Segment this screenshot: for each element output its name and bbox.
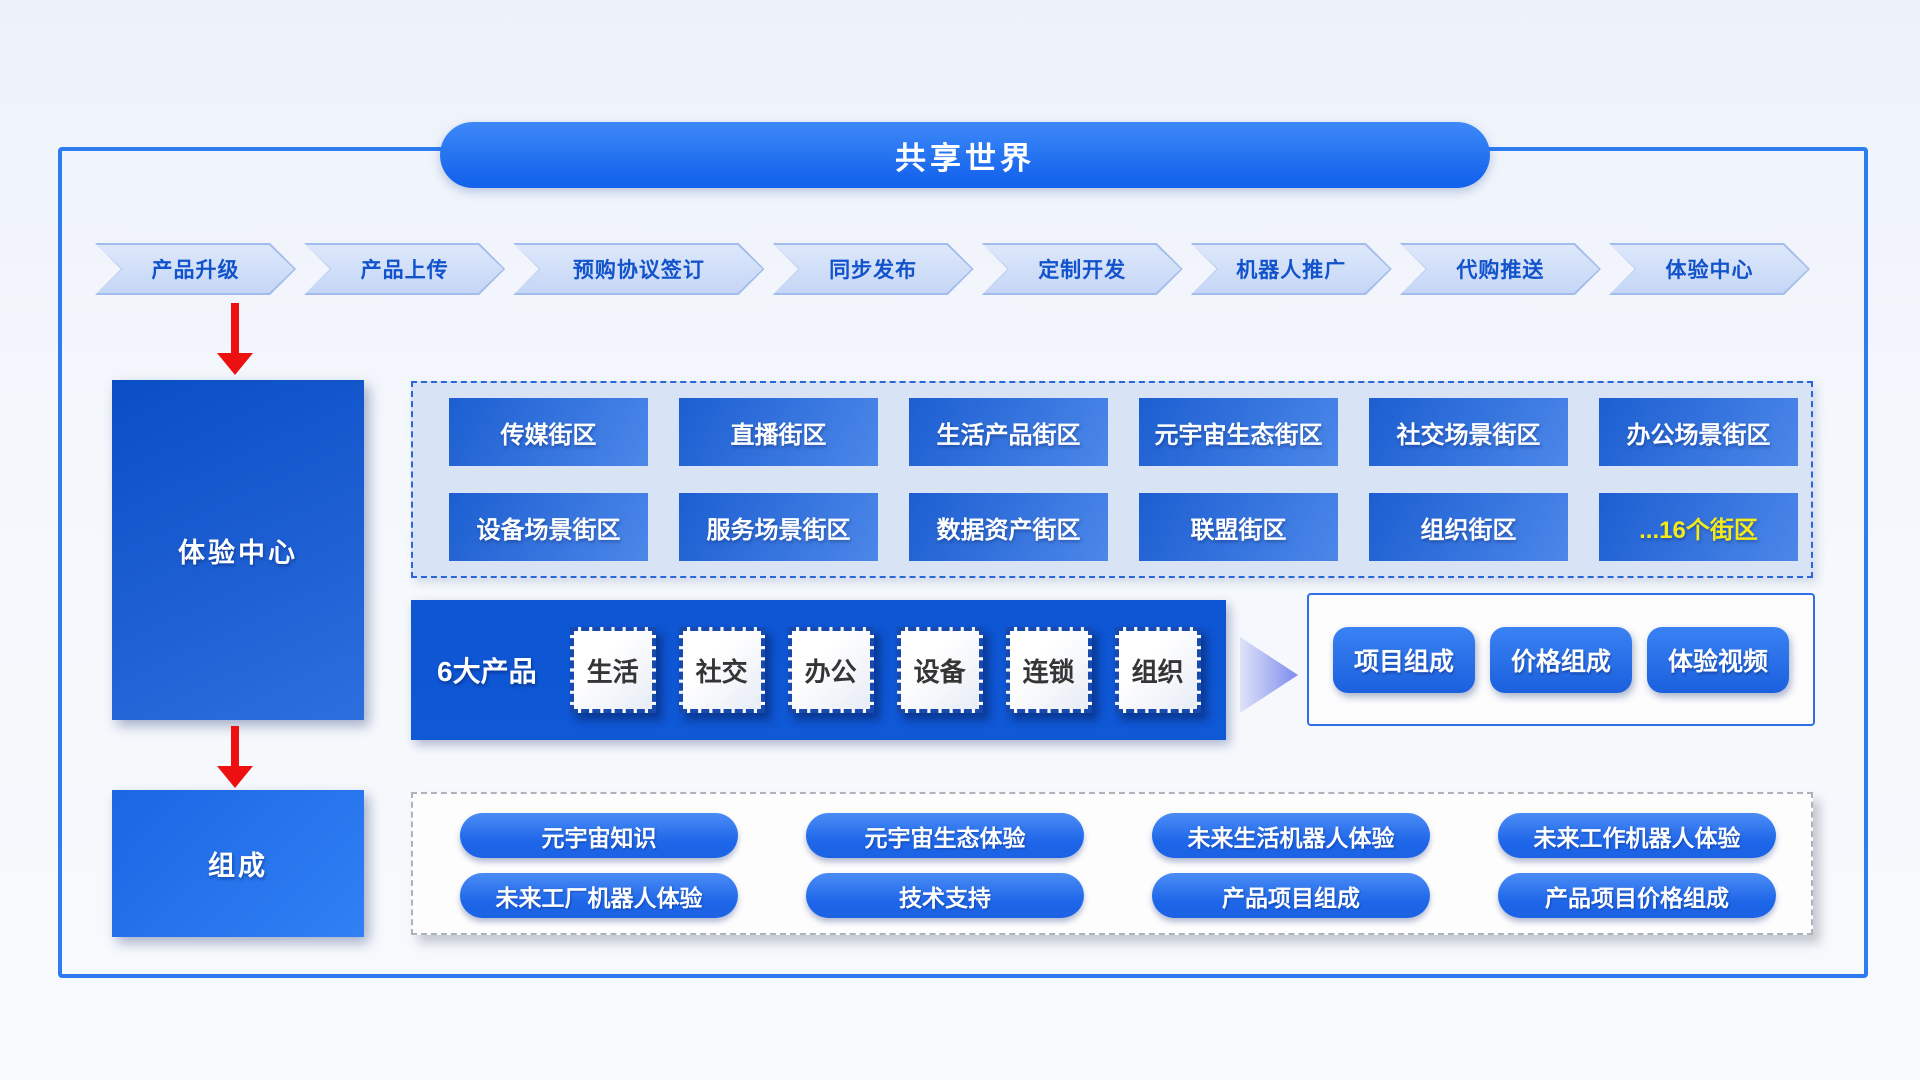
- action-button-price-composition: 价格组成: [1490, 626, 1632, 693]
- street-block-office-scene: 办公场景街区: [1599, 398, 1798, 466]
- flow-steps-row: 产品升级 产品上传 预购协议签订 同步发布 定制开发 机器人推广 代购推送 体验…: [95, 243, 1810, 295]
- street-block-alliance: 联盟街区: [1139, 493, 1338, 561]
- street-block-data-assets: 数据资产街区: [909, 493, 1108, 561]
- arrow-head: [217, 353, 253, 375]
- street-block-organization: 组织街区: [1369, 493, 1568, 561]
- arrow-stem: [231, 726, 239, 766]
- product-box-life: 生活: [569, 627, 656, 713]
- diagram-title: 共享世界: [440, 122, 1490, 188]
- composition-pill-future-work-robot: 未来工作机器人体验: [1498, 813, 1776, 858]
- product-box-chain: 连锁: [1005, 627, 1092, 713]
- composition-pill-product-project-composition: 产品项目组成: [1152, 873, 1430, 918]
- action-button-project-composition: 项目组成: [1333, 626, 1475, 693]
- experience-center-node: 体验中心: [112, 380, 364, 720]
- composition-panel: 元宇宙知识 元宇宙生态体验 未来生活机器人体验 未来工作机器人体验 未来工厂机器…: [411, 792, 1813, 935]
- street-block-social-scene: 社交场景街区: [1369, 398, 1568, 466]
- street-block-device-scene: 设备场景街区: [449, 493, 648, 561]
- flow-step-product-upgrade: 产品升级: [95, 243, 296, 295]
- products-label: 6大产品: [437, 656, 537, 687]
- diagram-title-text: 共享世界: [895, 140, 1035, 176]
- product-actions-panel: 项目组成 价格组成 体验视频: [1307, 593, 1815, 726]
- composition-pill-tech-support: 技术支持: [806, 873, 1084, 918]
- product-box-office: 办公: [787, 627, 874, 713]
- street-block-service-scene: 服务场景街区: [679, 493, 878, 561]
- composition-pill-metaverse-eco-experience: 元宇宙生态体验: [806, 813, 1084, 858]
- composition-node: 组成: [112, 790, 364, 937]
- arrow-head: [217, 766, 253, 788]
- down-arrow-icon: [217, 726, 253, 788]
- street-block-life-products: 生活产品街区: [909, 398, 1108, 466]
- composition-pill-future-life-robot: 未来生活机器人体验: [1152, 813, 1430, 858]
- flow-step-sync-release: 同步发布: [773, 243, 974, 295]
- product-box-social: 社交: [678, 627, 765, 713]
- flow-step-purchase-push: 代购推送: [1400, 243, 1601, 295]
- composition-pill-product-price-composition: 产品项目价格组成: [1498, 873, 1776, 918]
- composition-pill-future-factory-robot: 未来工厂机器人体验: [460, 873, 738, 918]
- flow-arrow-icon: [1240, 637, 1298, 713]
- street-block-metaverse-eco: 元宇宙生态街区: [1139, 398, 1338, 466]
- product-box-organization: 组织: [1114, 627, 1201, 713]
- street-block-count-highlight: ...16个街区: [1599, 493, 1798, 561]
- street-block-livestream: 直播街区: [679, 398, 878, 466]
- down-arrow-icon: [217, 303, 253, 375]
- flow-step-experience-center: 体验中心: [1609, 243, 1810, 295]
- flow-step-robot-promotion: 机器人推广: [1191, 243, 1392, 295]
- flow-step-custom-development: 定制开发: [982, 243, 1183, 295]
- flow-step-presale-agreement: 预购协议签订: [513, 243, 764, 295]
- action-button-experience-video: 体验视频: [1647, 626, 1789, 693]
- arrow-stem: [231, 303, 239, 353]
- products-bar: 6大产品 生活 社交 办公 设备 连锁 组织: [411, 600, 1226, 740]
- street-block-media: 传媒街区: [449, 398, 648, 466]
- flow-step-product-upload: 产品上传: [304, 243, 505, 295]
- street-blocks-panel: 传媒街区 直播街区 生活产品街区 元宇宙生态街区 社交场景街区 办公场景街区 设…: [411, 381, 1813, 578]
- product-box-device: 设备: [896, 627, 983, 713]
- composition-pill-metaverse-knowledge: 元宇宙知识: [460, 813, 738, 858]
